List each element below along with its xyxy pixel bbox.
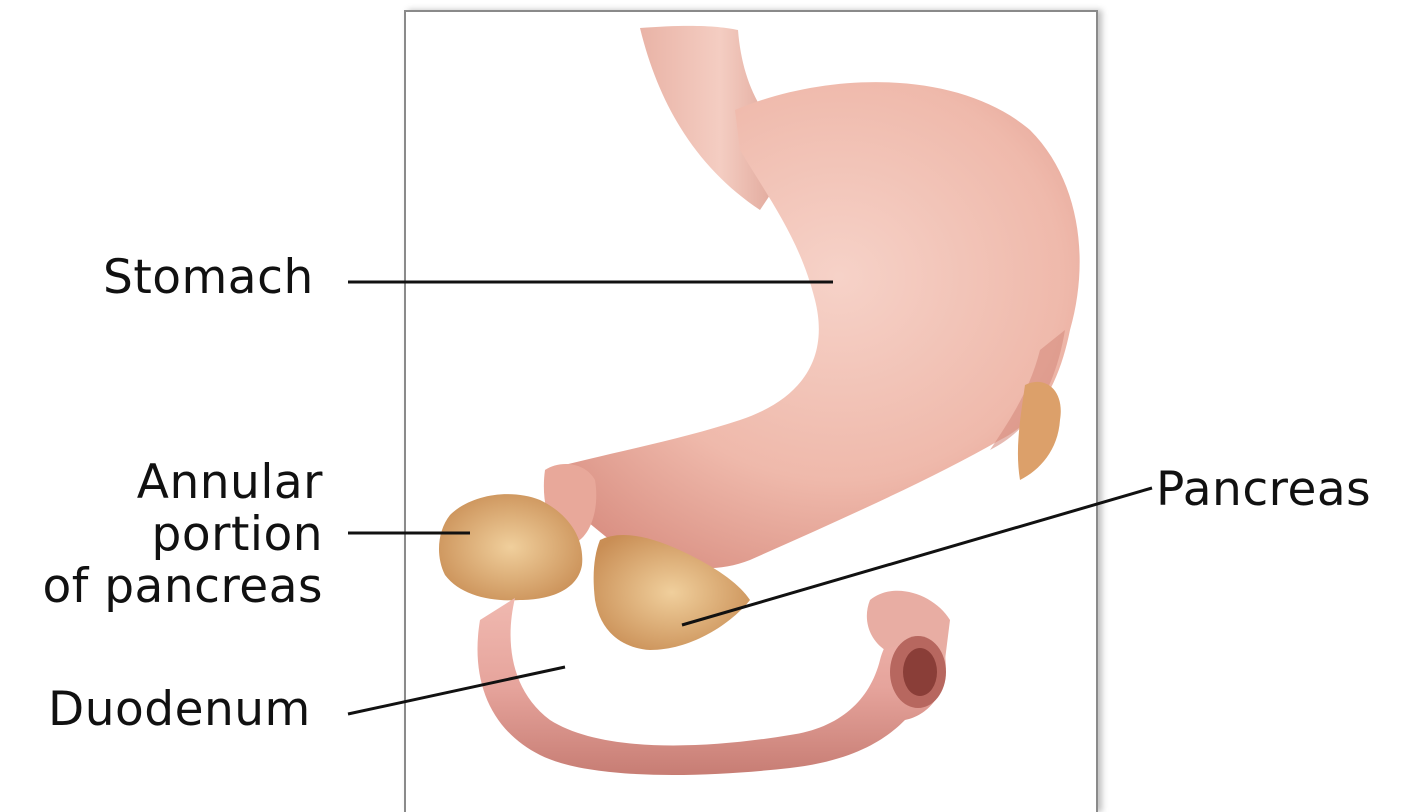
stomach: [545, 82, 1080, 568]
stomach-label: Stomach: [103, 252, 314, 304]
annular-label-line-3: of pancreas: [42, 561, 323, 613]
annular-pancreas-label: Annular portion of pancreas: [42, 457, 323, 613]
annular-label-line-2: portion: [42, 509, 323, 561]
anatomy-illustration: [0, 0, 1401, 782]
duodenum-label: Duodenum: [48, 684, 311, 736]
omentum-fat: [1018, 382, 1061, 480]
annular-label-line-1: Annular: [42, 457, 323, 509]
pancreas-label: Pancreas: [1156, 464, 1371, 516]
